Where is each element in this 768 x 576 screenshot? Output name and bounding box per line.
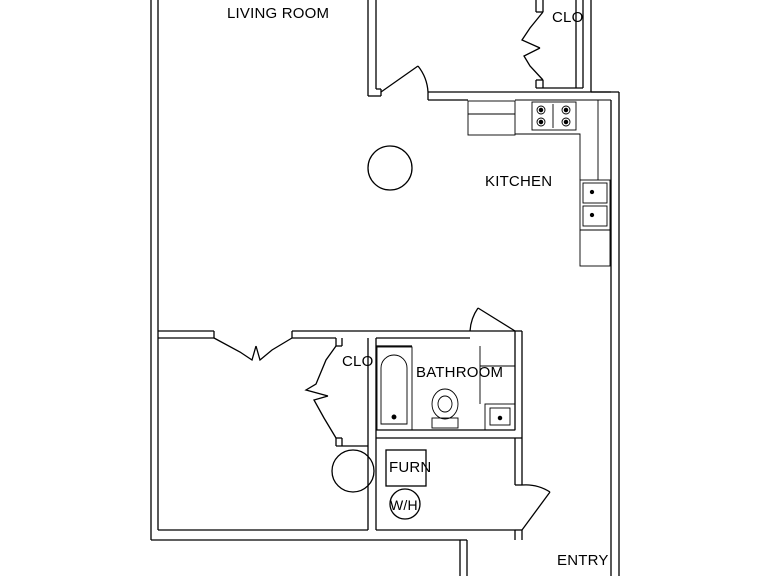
label-living-room: LIVING ROOM bbox=[227, 5, 329, 22]
top-closet-door bbox=[380, 65, 429, 93]
clo-bifold-door-mid bbox=[304, 345, 337, 439]
interior-walls bbox=[158, 330, 523, 540]
label-entry: ENTRY bbox=[557, 552, 609, 569]
bedroom-door bbox=[213, 337, 293, 362]
water-heater-circle bbox=[389, 488, 421, 520]
light-fixture-circle-mid bbox=[331, 449, 375, 493]
label-clo-top: CLO bbox=[552, 9, 583, 26]
label-clo-mid: CLO bbox=[342, 353, 373, 370]
label-furnace: FURN bbox=[389, 459, 431, 476]
bathtub bbox=[376, 346, 413, 431]
toilet bbox=[431, 388, 459, 429]
mech-door bbox=[521, 484, 551, 531]
vanity bbox=[479, 346, 516, 431]
label-kitchen: KITCHEN bbox=[485, 173, 552, 190]
kitchen-counter bbox=[467, 99, 611, 267]
label-bathroom: BATHROOM bbox=[416, 364, 503, 381]
outer-walls bbox=[150, 0, 620, 576]
light-fixture-circle bbox=[367, 145, 413, 191]
bath-door bbox=[469, 307, 516, 332]
kitchen-sink bbox=[582, 182, 608, 227]
clo-bifold-door-top bbox=[521, 11, 544, 81]
furnace-box bbox=[385, 449, 427, 487]
stove bbox=[531, 101, 577, 131]
label-water-heater: W/H bbox=[390, 497, 418, 513]
top-closet-walls bbox=[367, 0, 611, 101]
